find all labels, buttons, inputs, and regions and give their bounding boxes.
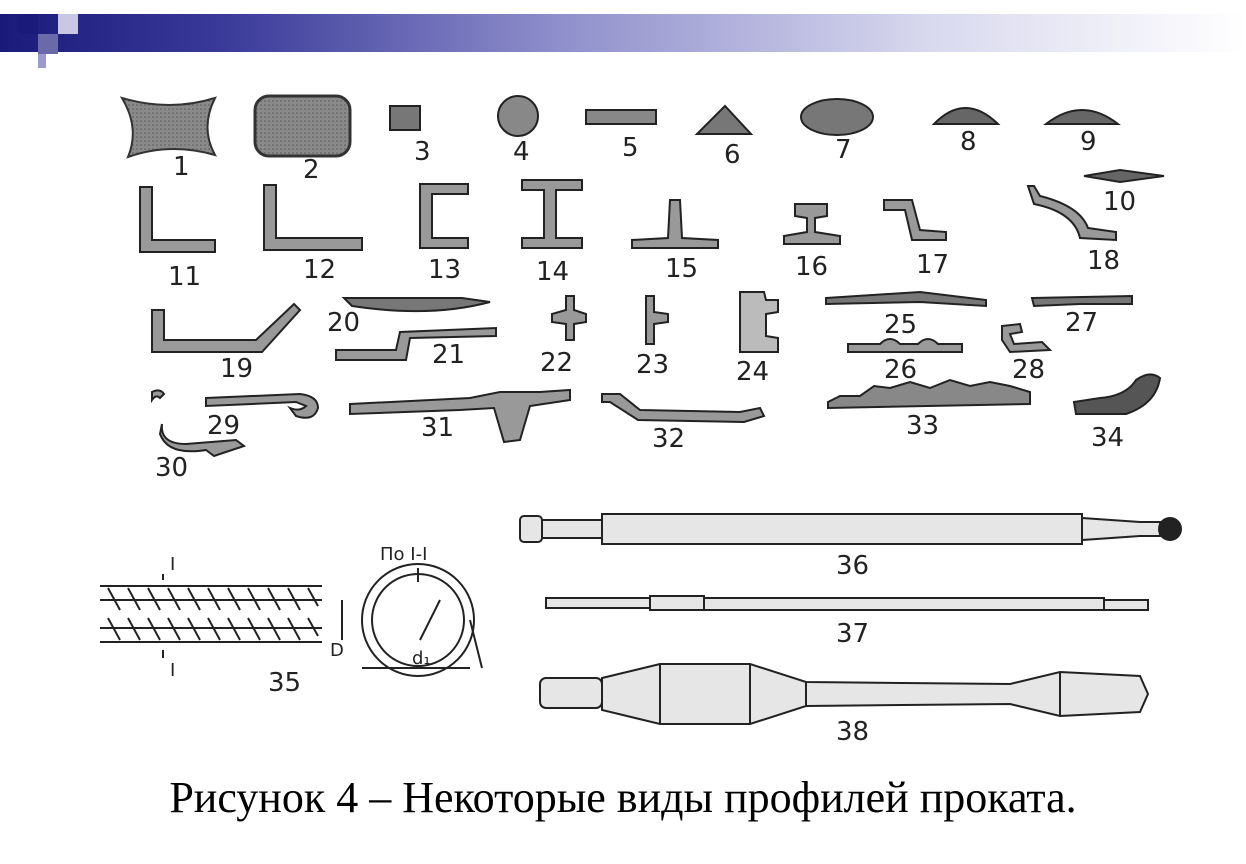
profile-25-shape bbox=[825, 290, 987, 308]
label-33: 33 bbox=[906, 411, 939, 441]
corner-square-4 bbox=[38, 54, 46, 68]
figure-caption: Рисунок 4 – Некоторые виды профилей прок… bbox=[169, 773, 1077, 822]
label-8: 8 bbox=[960, 127, 977, 157]
label-32: 32 bbox=[652, 424, 685, 454]
label-16: 16 bbox=[795, 252, 828, 282]
label-10: 10 bbox=[1103, 187, 1136, 217]
profile-26-shape bbox=[847, 338, 963, 353]
profile-7-shape bbox=[800, 98, 874, 136]
profile-20-shape bbox=[341, 297, 491, 313]
label-24: 24 bbox=[736, 357, 769, 387]
label-1: 1 bbox=[173, 152, 190, 182]
profile-11-shape bbox=[139, 186, 216, 253]
rebar-mark-bottom: I bbox=[170, 660, 175, 681]
label-27: 27 bbox=[1065, 308, 1098, 338]
label-9: 9 bbox=[1080, 127, 1097, 157]
label-31: 31 bbox=[421, 413, 454, 443]
profile-17-shape bbox=[883, 199, 947, 241]
profile-30-shape bbox=[158, 423, 247, 458]
label-4: 4 bbox=[513, 137, 530, 167]
profile-24-shape bbox=[739, 291, 779, 353]
rebar-cross-section bbox=[361, 563, 483, 677]
profile-3-shape bbox=[389, 105, 421, 131]
profile-34-shape bbox=[1072, 373, 1162, 415]
label-2: 2 bbox=[303, 155, 320, 185]
profile-27-shape bbox=[1030, 294, 1133, 308]
profile-36-shaft bbox=[519, 513, 1182, 545]
profile-4-shape bbox=[497, 95, 539, 137]
label-12: 12 bbox=[303, 255, 336, 285]
profile-37-shaft bbox=[545, 595, 1149, 611]
label-3: 3 bbox=[414, 137, 431, 167]
profile-16-shape bbox=[783, 203, 841, 245]
label-38: 38 bbox=[836, 717, 869, 747]
label-13: 13 bbox=[428, 255, 461, 285]
profile-28-shape bbox=[1001, 322, 1053, 354]
label-17: 17 bbox=[916, 250, 949, 280]
label-37: 37 bbox=[836, 619, 869, 649]
title-gradient-bar bbox=[0, 14, 1246, 52]
label-15: 15 bbox=[665, 254, 698, 284]
profile-1-shape bbox=[119, 96, 218, 159]
label-23: 23 bbox=[636, 350, 669, 380]
profile-32-shape bbox=[601, 393, 766, 424]
profile-35-rebar bbox=[100, 574, 343, 658]
profile-22-shape bbox=[551, 295, 587, 341]
profile-12-shape bbox=[263, 184, 363, 251]
label-28: 28 bbox=[1012, 355, 1045, 385]
profile-29-shape bbox=[151, 389, 320, 419]
label-36: 36 bbox=[836, 551, 869, 581]
profile-15-shape bbox=[631, 199, 719, 249]
profile-2-shape bbox=[253, 94, 352, 158]
profile-21-shape bbox=[335, 326, 497, 361]
profile-23-shape bbox=[645, 295, 669, 345]
corner-square-1 bbox=[18, 14, 38, 34]
label-29: 29 bbox=[207, 411, 240, 441]
profile-13-shape bbox=[419, 183, 469, 249]
profile-14-shape bbox=[521, 179, 583, 249]
corner-square-2 bbox=[38, 34, 58, 54]
profile-19-shape bbox=[151, 302, 302, 353]
rebar-mark-top: I bbox=[170, 554, 175, 575]
rebar-dim-d1: d₁ bbox=[412, 648, 431, 669]
profile-10-shape bbox=[1083, 168, 1165, 184]
profile-18-shape bbox=[1026, 185, 1117, 242]
label-34: 34 bbox=[1091, 423, 1124, 453]
rebar-section-title: По I-I bbox=[380, 544, 427, 565]
profile-6-shape bbox=[694, 104, 754, 135]
label-22: 22 bbox=[540, 348, 573, 378]
label-7: 7 bbox=[835, 135, 852, 165]
label-35: 35 bbox=[268, 668, 301, 698]
corner-square-3 bbox=[58, 14, 78, 34]
profile-9-shape bbox=[1043, 109, 1121, 125]
label-11: 11 bbox=[168, 262, 201, 292]
label-5: 5 bbox=[622, 133, 639, 163]
label-18: 18 bbox=[1087, 246, 1120, 276]
label-19: 19 bbox=[220, 354, 253, 384]
label-20: 20 bbox=[327, 308, 360, 338]
label-21: 21 bbox=[432, 340, 465, 370]
profile-5-shape bbox=[585, 109, 657, 125]
label-30: 30 bbox=[155, 453, 188, 483]
label-6: 6 bbox=[724, 140, 741, 170]
profile-31-shape bbox=[349, 388, 571, 444]
label-26: 26 bbox=[884, 355, 917, 385]
profile-8-shape bbox=[931, 107, 1001, 125]
label-25: 25 bbox=[884, 310, 917, 340]
profile-38-shaft bbox=[539, 663, 1150, 725]
rebar-dim-D: D bbox=[330, 640, 344, 661]
profile-33-shape bbox=[827, 378, 1031, 410]
label-14: 14 bbox=[536, 257, 569, 287]
